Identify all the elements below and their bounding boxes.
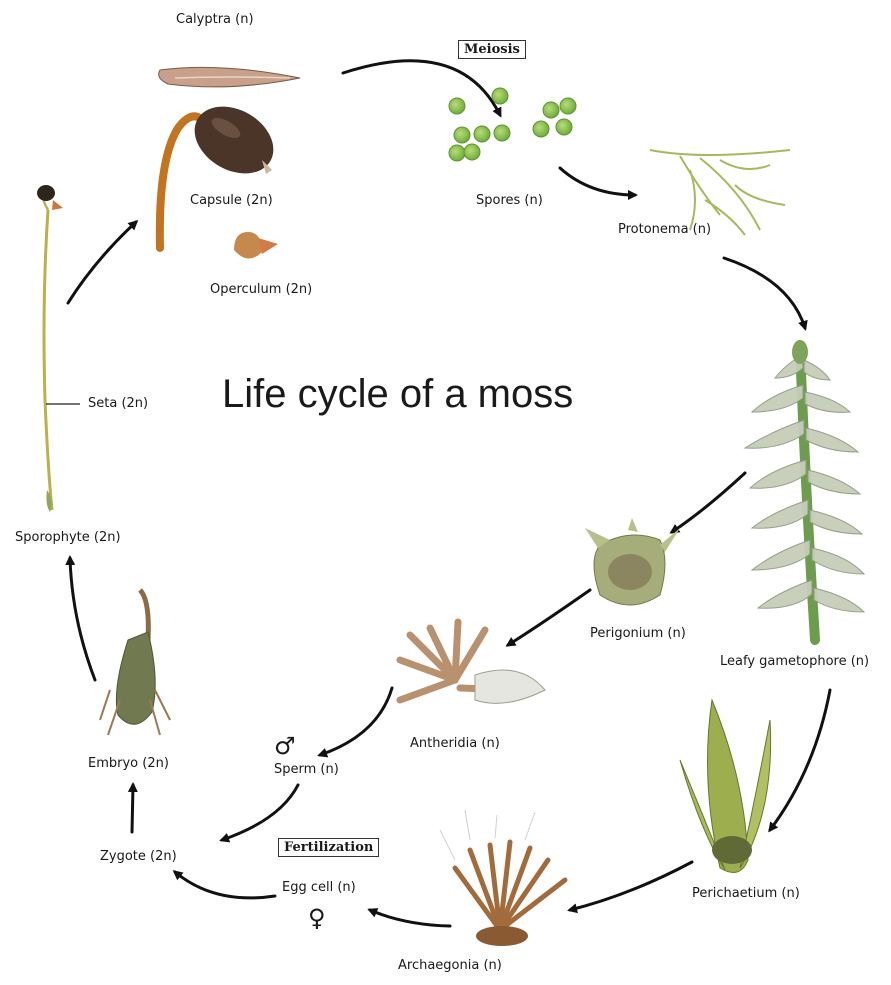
- arrow-protonema-to-gametophore: [724, 258, 805, 328]
- sperm-label: Sperm (n): [274, 762, 339, 777]
- leafy-gametophore-illustration: [745, 340, 864, 640]
- female-symbol-icon: ♀: [308, 906, 326, 930]
- arrow-embryo-to-sporophyte: [70, 558, 95, 680]
- operculum-label: Operculum (2n): [210, 282, 312, 297]
- fertilization-label: Fertilization: [278, 838, 379, 857]
- diagram-title: Life cycle of a moss: [222, 372, 573, 417]
- arrow-sperm-to-zygote: [222, 785, 298, 840]
- embryo-label: Embryo (2n): [88, 756, 169, 771]
- arrow-perichaetium-to-archaegonia: [570, 862, 692, 910]
- perichaetium-label: Perichaetium (n): [692, 886, 800, 901]
- sporophyte-label: Sporophyte (2n): [15, 530, 121, 545]
- protonema-label: Protonema (n): [618, 222, 711, 237]
- zygote-label: Zygote (2n): [100, 849, 177, 864]
- perichaetium-illustration: [680, 700, 771, 873]
- archaegonia-label: Archaegonia (n): [398, 958, 502, 973]
- spores-label: Spores (n): [476, 193, 543, 208]
- antheridia-label: Antheridia (n): [410, 736, 500, 751]
- spores-illustration: [449, 88, 576, 161]
- egg-cell-label: Egg cell (n): [282, 880, 356, 895]
- perigonium-label: Perigonium (n): [590, 626, 686, 641]
- perigonium-illustration: [585, 518, 680, 605]
- calyptra-illustration: [159, 67, 300, 87]
- seta-label: Seta (2n): [88, 396, 148, 411]
- arrow-antheridia-to-sperm: [320, 688, 392, 755]
- arrow-archaegonia-to-egg: [370, 910, 450, 926]
- arrow-perigonium-to-antheridia: [508, 590, 590, 645]
- arrow-sporophyte-to-capsule: [68, 222, 136, 303]
- operculum-illustration: [234, 232, 278, 259]
- meiosis-label: Meiosis: [458, 40, 526, 59]
- sporophyte-illustration: [37, 185, 63, 512]
- arrow-capsule-to-spores: [343, 61, 500, 115]
- capsule-illustration: [160, 93, 286, 248]
- male-symbol-icon: ♂: [274, 734, 296, 758]
- arrow-spores-to-protonema: [560, 168, 635, 195]
- arrow-zygote-to-embryo: [132, 785, 133, 832]
- embryo-illustration: [100, 590, 170, 735]
- arrow-egg-to-zygote: [175, 872, 275, 898]
- arrow-gametophore-to-perichaetium: [770, 690, 830, 830]
- capsule-label: Capsule (2n): [190, 193, 273, 208]
- calyptra-label: Calyptra (n): [176, 12, 254, 27]
- archaegonia-illustration: [440, 810, 565, 946]
- leafy-gametophore-label: Leafy gametophore (n): [720, 654, 869, 669]
- arrow-gametophore-to-perigonium: [672, 473, 745, 532]
